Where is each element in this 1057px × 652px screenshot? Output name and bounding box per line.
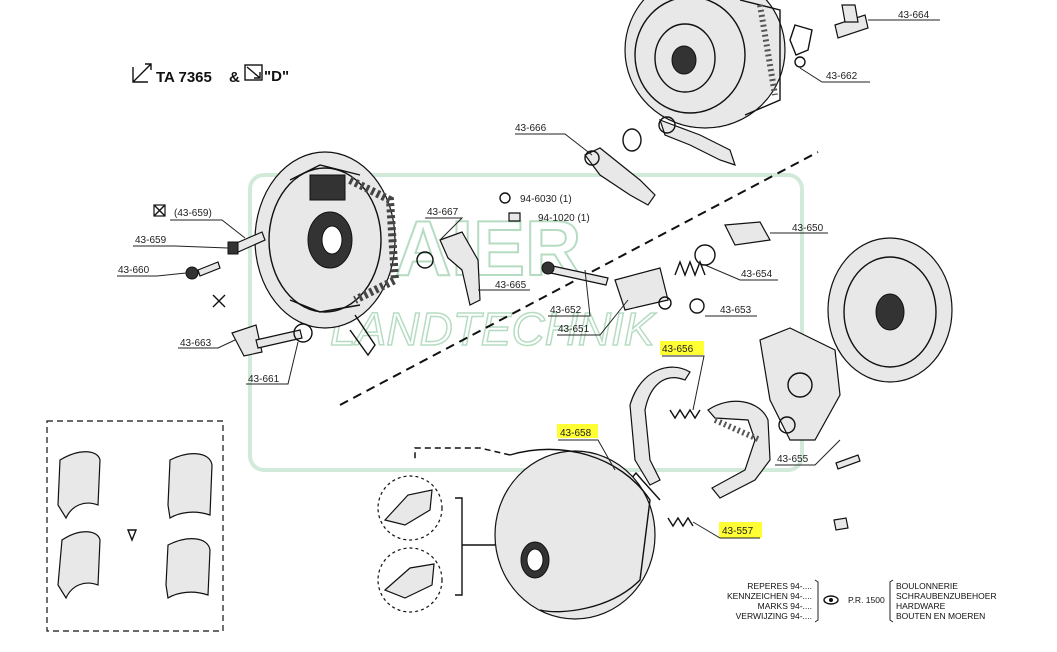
part-label-43-660: 43-660 [118, 265, 150, 276]
part-label-94-1020: 94-1020 (1) [538, 213, 590, 224]
brake-drum [494, 448, 656, 620]
spring-656 [669, 408, 701, 420]
part-label-43-658: 43-658 [560, 428, 592, 439]
wheel-cylinder-651 [614, 267, 672, 311]
lever-666 [584, 147, 656, 206]
brake-shoe-lower [707, 400, 771, 499]
legend-right-3: HARDWARE [896, 601, 946, 611]
screw-icon [508, 212, 521, 222]
watermark-subtitle: LANDTECHNIK [330, 303, 657, 355]
top-drum [624, 0, 786, 129]
part-label-43-662: 43-662 [826, 71, 858, 82]
legend-right-1: BOULONNERIE [896, 581, 958, 591]
model-header: TA 7365 & "D" [132, 63, 289, 86]
legend-right-2: SCHRAUBENZUBEHOER [896, 591, 997, 601]
callout-line [414, 447, 511, 460]
part-label-43-654: 43-654 [741, 269, 773, 280]
brake-shoe-upper [629, 366, 691, 486]
legend-right-4: BOUTEN EN MOEREN [896, 611, 985, 621]
hardware-legend: REPERES 94-.... KENNZEICHEN 94-.... MARK… [727, 579, 997, 623]
camshaft-top [789, 4, 869, 68]
part-label-43-655: 43-655 [777, 454, 809, 465]
bolt-659 [227, 231, 266, 255]
part-label-43-665: 43-665 [495, 280, 527, 291]
bleed-screw-652 [541, 261, 609, 286]
part-label-94-6030: 94-6030 (1) [520, 194, 572, 205]
part-label-43-659: 43-659 [135, 235, 167, 246]
nut-653 [689, 298, 705, 314]
legend-left-1: REPERES 94-.... [747, 581, 812, 591]
highlight-43-658 [557, 424, 598, 438]
part-label-43-666: 43-666 [515, 123, 547, 134]
brake-lever-top [622, 116, 736, 166]
ampersand: & [229, 69, 240, 86]
part-label-43-667: 43-667 [427, 207, 459, 218]
part-label-43-557: 43-557 [722, 526, 754, 537]
part-label-43-650: 43-650 [792, 223, 824, 234]
highlight-43-557 [719, 522, 762, 538]
small-bolt [833, 454, 861, 531]
spring-557 [667, 516, 694, 528]
detail-circles [377, 475, 495, 613]
part-label-43-663: 43-663 [180, 338, 212, 349]
arrow-icon [132, 63, 152, 83]
arrow-icon [244, 64, 263, 81]
part-label-43-659-alt: (43-659) [174, 208, 212, 219]
eye-icon [823, 595, 839, 605]
part-label-43-651: 43-651 [558, 324, 590, 335]
part-label-43-664: 43-664 [898, 10, 930, 21]
part-label-43-656: 43-656 [662, 344, 694, 355]
lever-665 [416, 231, 481, 306]
washer-icon [499, 192, 511, 204]
highlight-43-656 [660, 341, 704, 355]
model-code: TA 7365 [156, 69, 212, 86]
spring-654 [674, 244, 716, 277]
legend-reference: P.R. 1500 [848, 595, 885, 605]
legend-left-2: KENNZEICHEN 94-.... [727, 591, 812, 601]
part-label-43-652: 43-652 [550, 305, 582, 316]
model-variant: "D" [264, 68, 289, 85]
legend-left-4: VERWIJZING 94-.... [736, 611, 812, 621]
legend-left-3: MARKS 94-.... [758, 601, 812, 611]
pin-663 [231, 323, 313, 357]
anchor-plate-655 [759, 327, 841, 441]
lining-box [46, 420, 224, 632]
cross-symbol [212, 294, 226, 308]
part-labels: 43-664 43-662 43-666 43-667 (43-659) 43-… [117, 10, 940, 539]
plate-650 [724, 221, 771, 246]
part-label-43-661: 43-661 [248, 374, 280, 385]
box-cross-icon [153, 204, 166, 217]
backing-plate-right [827, 237, 953, 383]
nut-660 [185, 261, 221, 280]
part-label-43-653: 43-653 [720, 305, 752, 316]
